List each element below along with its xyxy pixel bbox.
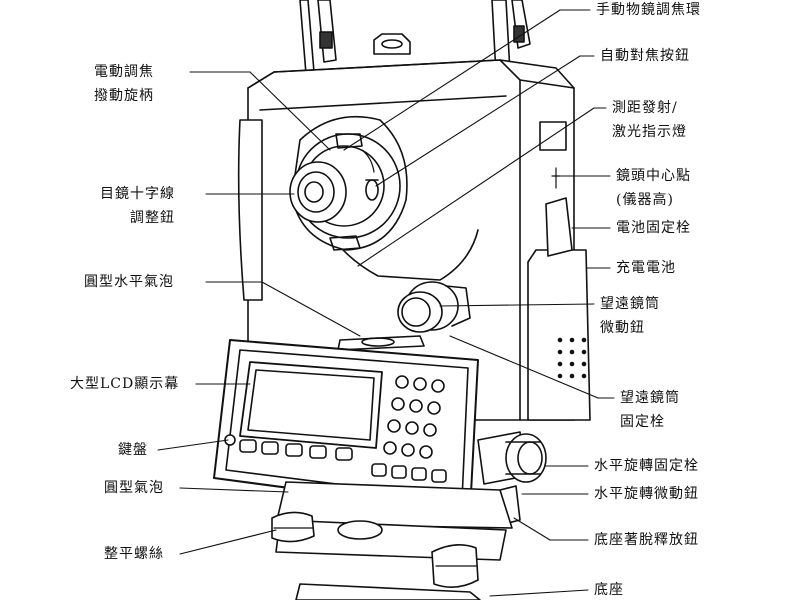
carry-handle — [299, 0, 531, 75]
label-horizontal-fine-knob: 水平旋轉微動鈕 — [594, 486, 699, 502]
label-autofocus-button: 自動對焦按鈕 — [600, 48, 690, 64]
label-eyepiece-reticle: 目鏡十字線調整鈕 — [100, 186, 175, 226]
telescope-fine-knob — [397, 281, 471, 333]
label-keyboard: 鍵盤 — [118, 442, 148, 458]
label-laser-indicator: 測距發射/激光指示燈 — [612, 100, 687, 140]
label-electric-focus: 電動調焦撥動旋柄 — [94, 64, 154, 104]
display-panel — [213, 339, 479, 513]
label-circular-level-upper: 圓型水平氣泡 — [84, 274, 174, 290]
label-circular-level-lower: 圓型氣泡 — [104, 480, 164, 496]
label-rechargeable-battery: 充電電池 — [616, 260, 676, 276]
label-leveling-screw: 整平螺絲 — [104, 546, 164, 562]
label-manual-focus-ring: 手動物鏡調焦環 — [596, 2, 701, 18]
rechargeable-battery — [527, 167, 591, 421]
label-telescope-clamp: 望遠鏡筒固定栓 — [620, 390, 680, 430]
label-lcd-display: 大型LCD顯示幕 — [70, 376, 180, 392]
circular-level-upper — [337, 335, 425, 351]
autofocus-button — [365, 179, 379, 201]
top-sight — [373, 33, 411, 55]
label-battery-latch: 電池固定栓 — [616, 220, 691, 236]
leader-lines — [157, 9, 615, 597]
label-horizontal-clamp: 水平旋轉固定栓 — [594, 458, 699, 474]
horizontal-clamp — [477, 431, 547, 485]
eyepiece-assembly — [289, 115, 408, 251]
tribrach-base — [271, 481, 513, 600]
label-tribrach-release: 底座著脫釋放鈕 — [594, 532, 699, 548]
label-telescope-fine-knob: 望遠鏡筒微動鈕 — [600, 296, 660, 336]
label-lens-center: 鏡頭中心點(儀器高) — [616, 168, 691, 208]
label-base: 底座 — [594, 582, 624, 598]
